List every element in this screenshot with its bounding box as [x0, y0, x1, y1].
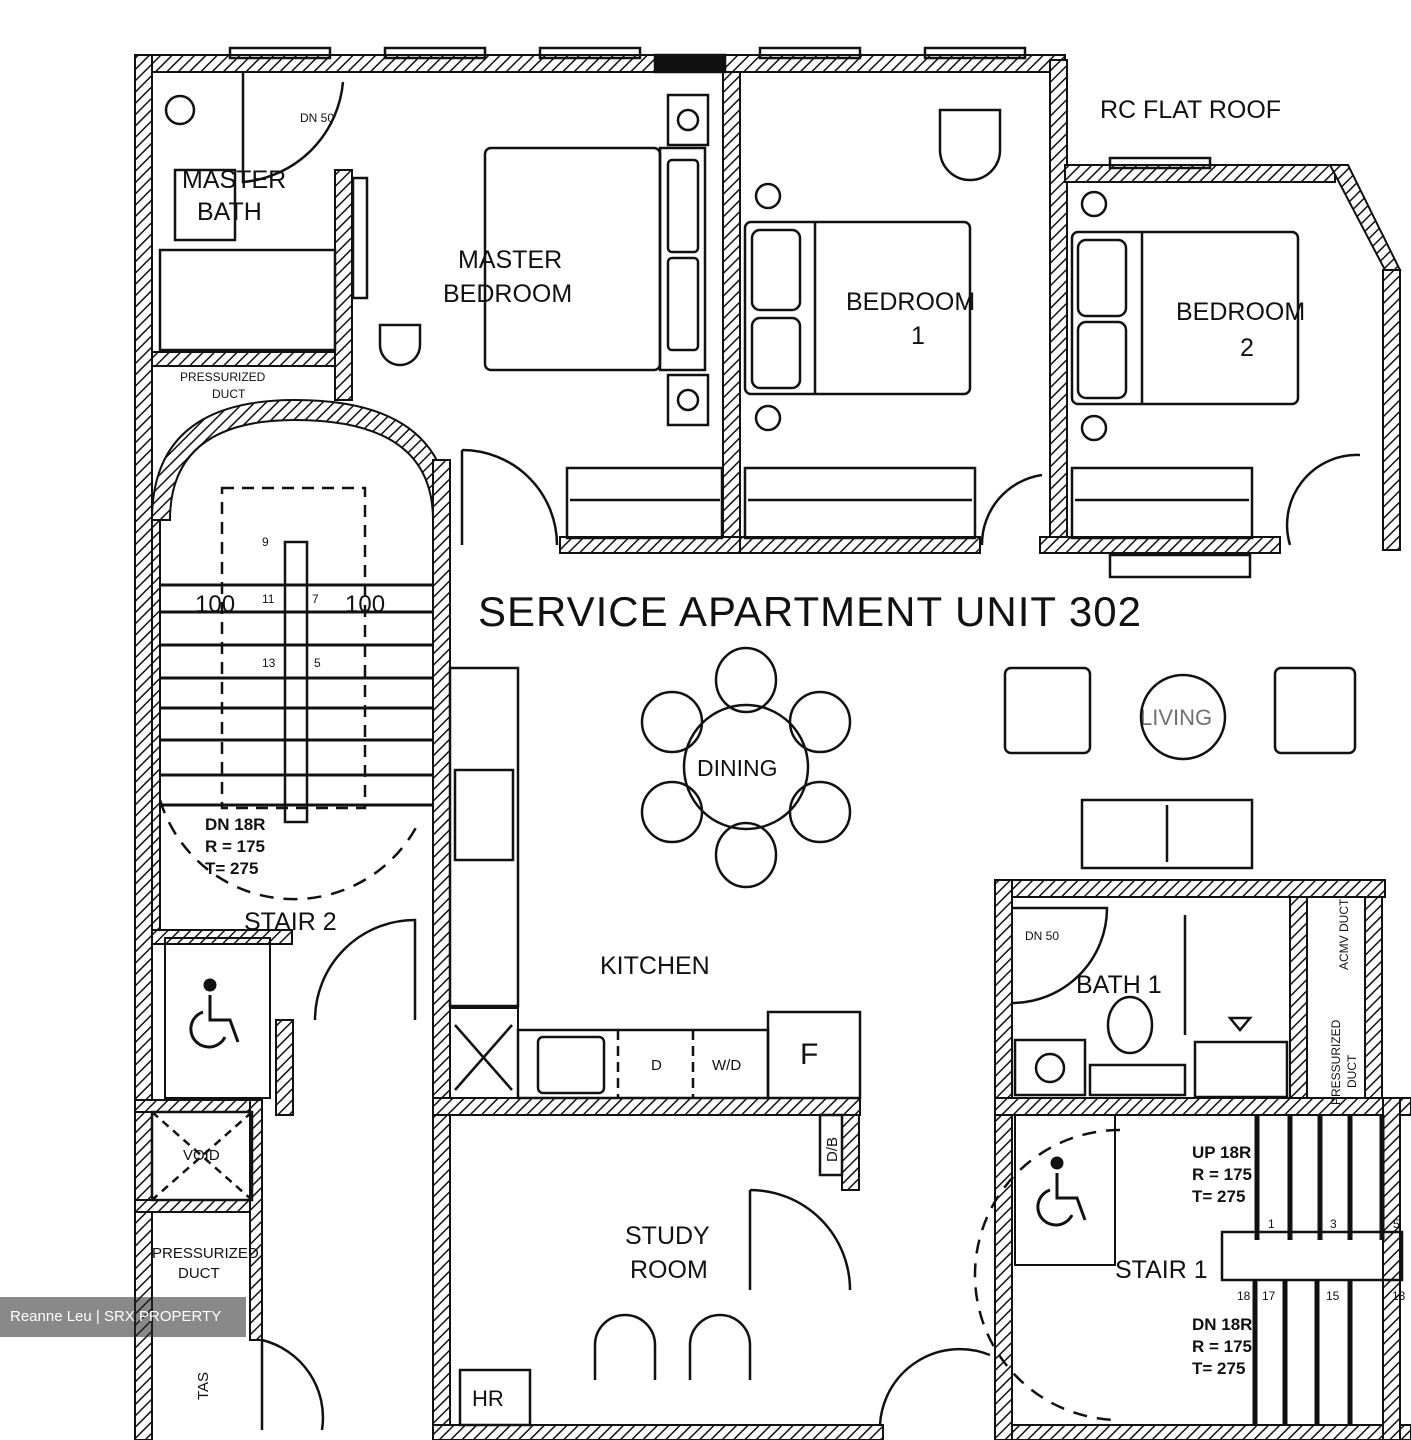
wheelchair-icon	[1036, 1156, 1087, 1227]
label-fridge: F	[800, 1038, 818, 1071]
label-void: VOID	[183, 1147, 220, 1164]
label-stair1: STAIR 1	[1115, 1256, 1208, 1284]
label-bedroom2-2: 2	[1240, 334, 1254, 362]
label-duct-2: DUCT	[212, 387, 246, 401]
plan-title: SERVICE APARTMENT UNIT 302	[478, 588, 1142, 635]
stair1-dn-3: T= 275	[1192, 1359, 1245, 1378]
label-dining: DINING	[697, 755, 778, 781]
label-floor-drain: DN 50	[300, 111, 334, 125]
stair1-step-17: 17	[1262, 1289, 1276, 1303]
label-bath1-drain: DN 50	[1025, 929, 1059, 943]
label-rc-flat-roof: RC FLAT ROOF	[1100, 96, 1281, 124]
walls	[134, 54, 1411, 1440]
label-master-bedroom-2: BEDROOM	[443, 280, 572, 308]
label-hr: HR	[472, 1386, 504, 1411]
stair1-dn-1: DN 18R	[1192, 1315, 1252, 1334]
label-db: D/B	[824, 1137, 841, 1162]
stair2-step-11: 11	[262, 592, 275, 606]
label-bedroom1-2: 1	[911, 322, 925, 350]
label-duct-right-2: DUCT	[1345, 1054, 1359, 1088]
stair2-step-9: 9	[262, 535, 269, 549]
label-stair2: STAIR 2	[244, 908, 337, 936]
wheelchair-icon	[189, 978, 240, 1049]
dining-chairs	[640, 646, 852, 889]
stair1-up-3: T= 275	[1192, 1187, 1245, 1206]
label-study-1: STUDY	[625, 1222, 710, 1250]
label-bath1: BATH 1	[1076, 971, 1162, 999]
stair1-up-1: UP 18R	[1192, 1143, 1251, 1162]
label-duct-left-2: DUCT	[178, 1265, 220, 1282]
stair1-up-2: R = 175	[1192, 1165, 1252, 1184]
stair1-step-5: 5	[1393, 1217, 1400, 1231]
label-master-bedroom-1: MASTER	[458, 246, 562, 274]
label-kitchen: KITCHEN	[600, 952, 710, 980]
stair1-step-15: 15	[1326, 1289, 1340, 1303]
label-duct-right-1: PRESSURIZED	[1329, 1019, 1343, 1105]
stair2-step-5: 5	[314, 656, 321, 670]
stair1-step-18: 18	[1237, 1289, 1251, 1303]
stair2-dn-1: DN 18R	[205, 815, 265, 834]
stair2-step-13: 13	[262, 656, 276, 670]
label-dishwasher: D	[651, 1057, 662, 1074]
stair2-dn-2: R = 175	[205, 837, 265, 856]
stair2-dim-right: 100	[345, 591, 385, 618]
label-master-bath-2: BATH	[197, 198, 262, 226]
stair1-step-3: 3	[1330, 1217, 1337, 1231]
label-living: LIVING	[1140, 705, 1212, 730]
stair1-step-13: 13	[1392, 1289, 1406, 1303]
watermark: Reanne Leu | SRX PROPERTY	[0, 1297, 246, 1337]
label-tas: TAS	[195, 1372, 212, 1400]
label-acmv-duct: ACMV DUCT	[1337, 898, 1351, 970]
label-duct-1: PRESSURIZED	[180, 370, 266, 384]
label-master-bath-1: MASTER	[182, 166, 286, 194]
label-study-2: ROOM	[630, 1256, 708, 1284]
labels: SERVICE APARTMENT UNIT 302 MASTER BATH M…	[152, 96, 1406, 1411]
stair2-dim-left: 100	[195, 591, 235, 618]
stair1-dn-2: R = 175	[1192, 1337, 1252, 1356]
label-bedroom1-1: BEDROOM	[846, 288, 975, 316]
stair1-step-1: 1	[1268, 1217, 1275, 1231]
label-washer-dryer: W/D	[712, 1057, 741, 1074]
label-bedroom2-1: BEDROOM	[1176, 298, 1305, 326]
stair2-step-7: 7	[312, 592, 319, 606]
stair2-dn-3: T= 275	[205, 859, 258, 878]
furniture-and-fixtures	[150, 46, 1404, 1431]
label-duct-left-1: PRESSURIZED	[152, 1245, 259, 1262]
